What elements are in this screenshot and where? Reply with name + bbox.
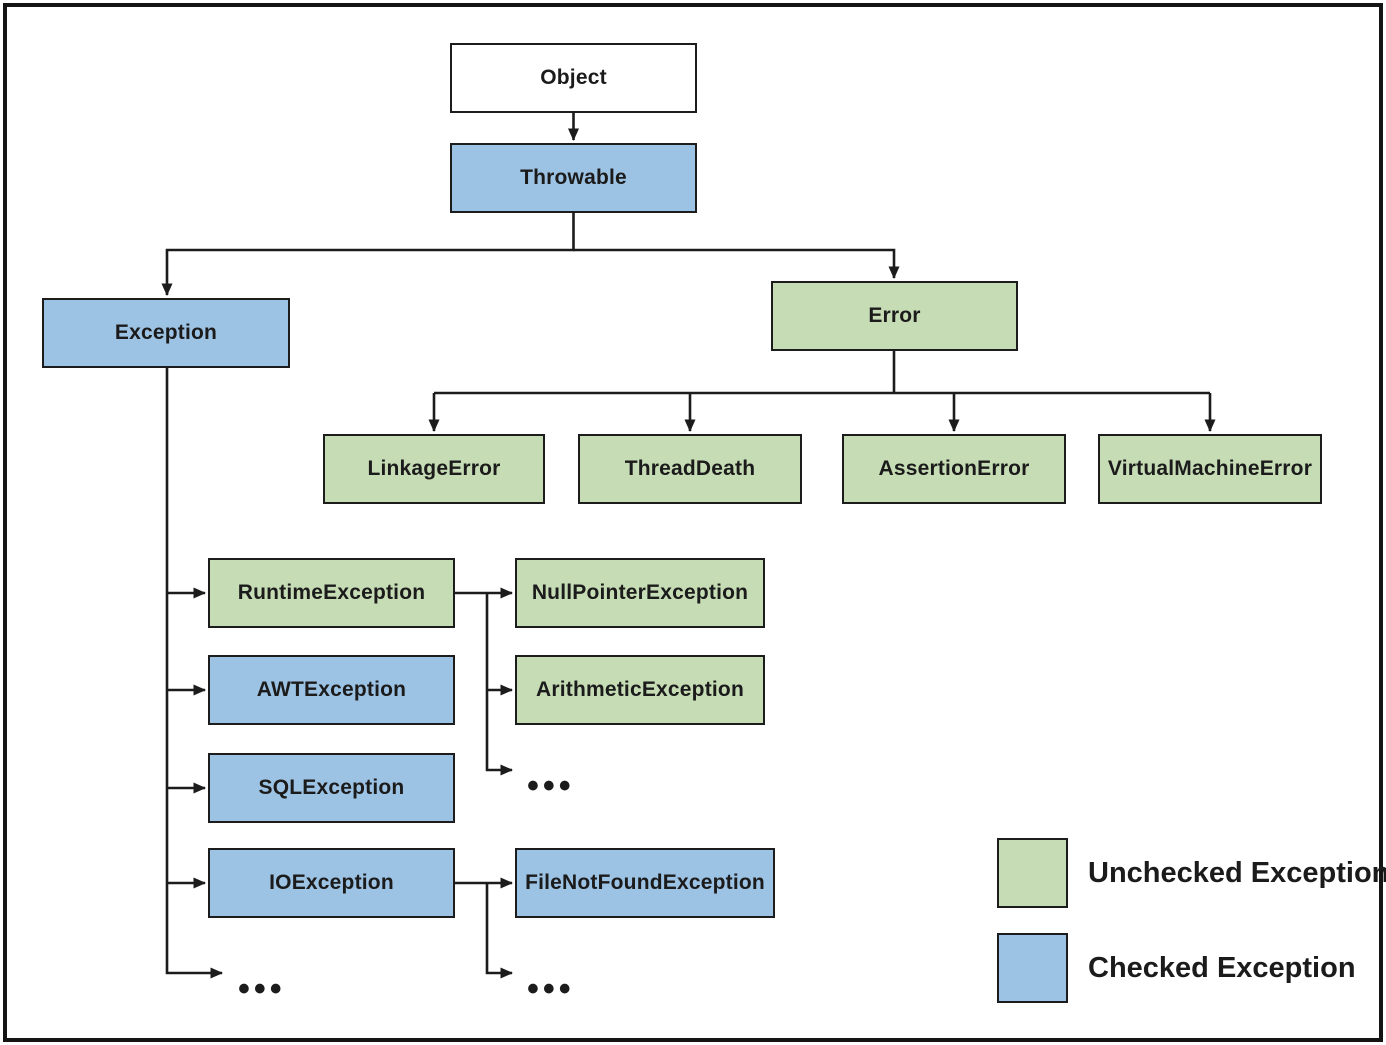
node-awt-exception-label: AWTException <box>256 678 407 701</box>
node-throwable: Throwable <box>450 143 697 213</box>
node-exception: Exception <box>42 298 290 368</box>
legend-item-checked: Checked Exception <box>997 933 1356 1003</box>
legend-label-checked: Checked Exception <box>1088 951 1356 984</box>
node-thread-death: ThreadDeath <box>578 434 802 504</box>
node-sql-exception: SQLException <box>208 753 455 823</box>
node-arithmetic-exception: ArithmeticException <box>515 655 765 725</box>
node-file-not-found-exception-label: FileNotFoundException <box>525 871 765 894</box>
ellipsis-runtime-more: ••• <box>527 767 575 805</box>
ellipsis-exception-more: ••• <box>238 970 286 1008</box>
node-io-exception: IOException <box>208 848 455 918</box>
node-error: Error <box>771 281 1018 351</box>
edge-runtime-branch <box>485 593 513 776</box>
node-arithmetic-exception-label: ArithmeticException <box>535 678 744 701</box>
node-error-label: Error <box>868 304 921 327</box>
node-linkage-error-label: LinkageError <box>367 457 501 480</box>
legend-label-unchecked: Unchecked Exception <box>1088 856 1386 889</box>
node-assertion-error: AssertionError <box>842 434 1066 504</box>
node-null-pointer-exception: NullPointerException <box>515 558 765 628</box>
legend-swatch-unchecked <box>997 838 1068 908</box>
edge-throwable-exception <box>161 213 575 296</box>
legend-swatch-checked <box>997 933 1068 1003</box>
node-io-exception-label: IOException <box>269 871 394 894</box>
node-exception-label: Exception <box>114 321 218 344</box>
node-throwable-label: Throwable <box>520 166 627 189</box>
node-runtime-exception-label: RuntimeException <box>237 581 426 604</box>
node-virtual-machine-error: VirtualMachineError <box>1098 434 1322 504</box>
edge-throwable-error <box>573 248 900 279</box>
node-thread-death-label: ThreadDeath <box>624 457 756 480</box>
node-sql-exception-label: SQLException <box>258 776 405 799</box>
node-virtual-machine-error-label: VirtualMachineError <box>1107 457 1313 480</box>
node-awt-exception: AWTException <box>208 655 455 725</box>
node-null-pointer-exception-label: NullPointerException <box>531 581 749 604</box>
ellipsis-io-more: ••• <box>527 970 575 1008</box>
node-runtime-exception: RuntimeException <box>208 558 455 628</box>
node-object-label: Object <box>540 66 607 89</box>
node-assertion-error-label: AssertionError <box>878 457 1030 480</box>
node-file-not-found-exception: FileNotFoundException <box>515 848 775 918</box>
node-linkage-error: LinkageError <box>323 434 545 504</box>
legend-item-unchecked: Unchecked Exception <box>997 838 1386 908</box>
node-object: Object <box>450 43 697 113</box>
edge-io-branch <box>485 883 513 979</box>
